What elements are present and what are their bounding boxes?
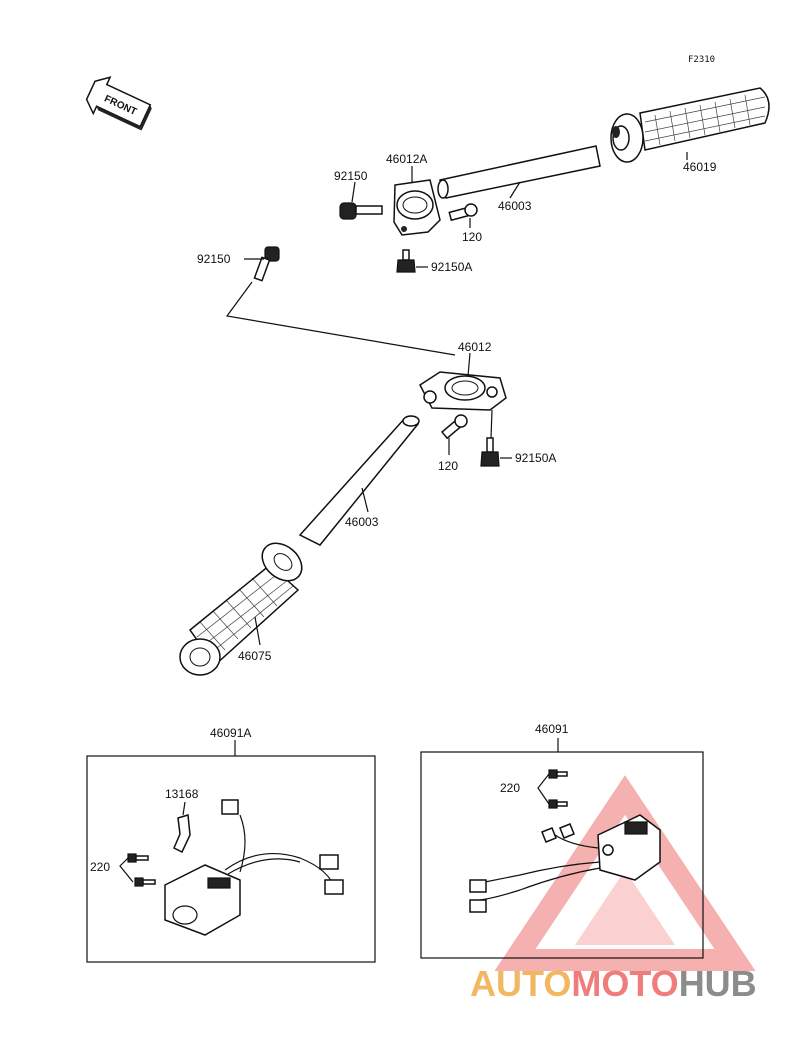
bar-46003-mid-part bbox=[298, 415, 420, 546]
switch-assembly-46091A-box bbox=[86, 755, 376, 963]
label-92150A-top: 92150A bbox=[431, 260, 472, 274]
bolt-120-top-part bbox=[448, 203, 478, 222]
screw-92150A-mid-part bbox=[480, 437, 500, 467]
grip-46019-part bbox=[610, 87, 770, 163]
switch-assembly-46091-box bbox=[420, 751, 704, 959]
label-46003-top: 46003 bbox=[498, 199, 532, 213]
switch-housing-left-part bbox=[164, 799, 344, 936]
grip-46075-part bbox=[179, 542, 303, 676]
switch-housing-right-part bbox=[469, 814, 661, 913]
label-46012: 46012 bbox=[458, 340, 492, 354]
label-220-right: 220 bbox=[500, 781, 520, 795]
screws-220-right-part bbox=[548, 769, 568, 809]
screws-220-left-part bbox=[127, 853, 156, 887]
bar-46003-top-part bbox=[437, 145, 601, 199]
label-120-mid: 120 bbox=[438, 459, 458, 473]
watermark-part2: MOTO bbox=[571, 963, 678, 1004]
label-92150-left: 92150 bbox=[197, 252, 231, 266]
svg-text:AUTOMOTOHUB: AUTOMOTOHUB bbox=[470, 963, 757, 1004]
label-46003-mid: 46003 bbox=[345, 515, 379, 529]
label-46012A: 46012A bbox=[386, 152, 427, 166]
watermark-part3: HUB bbox=[679, 963, 757, 1004]
clamp-46012A-part bbox=[393, 179, 441, 236]
label-46019: 46019 bbox=[683, 160, 717, 174]
screw-92150-top-part bbox=[339, 202, 383, 220]
label-46075: 46075 bbox=[238, 649, 272, 663]
clamp-46012-part bbox=[419, 371, 507, 411]
label-92150-top: 92150 bbox=[334, 169, 368, 183]
watermark-part1: AUTO bbox=[470, 963, 571, 1004]
screw-92150A-top-part bbox=[396, 249, 416, 273]
label-13168: 13168 bbox=[165, 787, 199, 801]
watermark-logo: AUTOMOTOHUB bbox=[470, 963, 757, 1004]
label-220-left: 220 bbox=[90, 860, 110, 874]
bolt-120-mid-part bbox=[440, 414, 468, 440]
label-46091: 46091 bbox=[535, 722, 569, 736]
screw-92150-left-part bbox=[253, 246, 280, 282]
figure-code: F2310 bbox=[688, 55, 715, 65]
label-120-top: 120 bbox=[462, 230, 482, 244]
wire-clamp-13168-part bbox=[173, 814, 191, 854]
label-92150A-mid: 92150A bbox=[515, 451, 556, 465]
front-arrow-icon: FRONT bbox=[85, 76, 152, 131]
label-46091A: 46091A bbox=[210, 726, 251, 740]
watermark-triangle bbox=[494, 775, 756, 971]
